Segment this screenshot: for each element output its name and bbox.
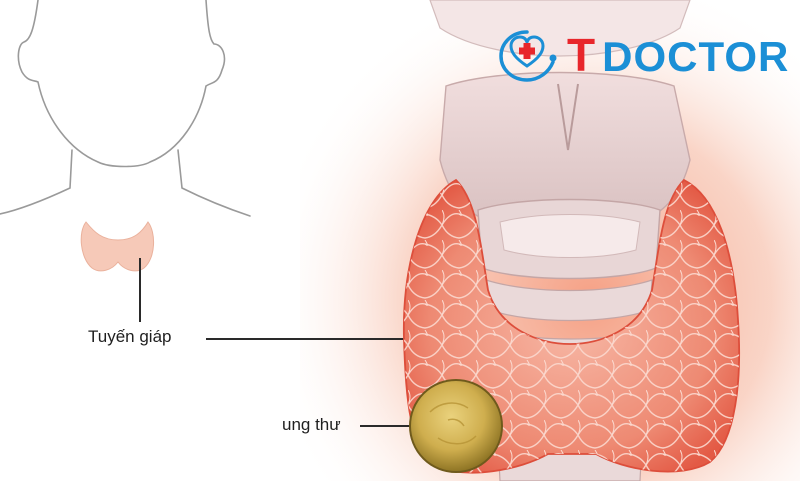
small-thyroid-shape xyxy=(80,221,154,272)
thyroid-label: Tuyến giáp xyxy=(88,327,172,346)
logo-letter: T xyxy=(567,29,597,81)
tumor-nodule xyxy=(409,379,503,473)
cancer-label: ung thư xyxy=(282,415,341,434)
heart-stethoscope-icon xyxy=(499,30,557,82)
logo-word: DOCTOR xyxy=(602,33,790,80)
head-neck-outline xyxy=(0,0,251,217)
